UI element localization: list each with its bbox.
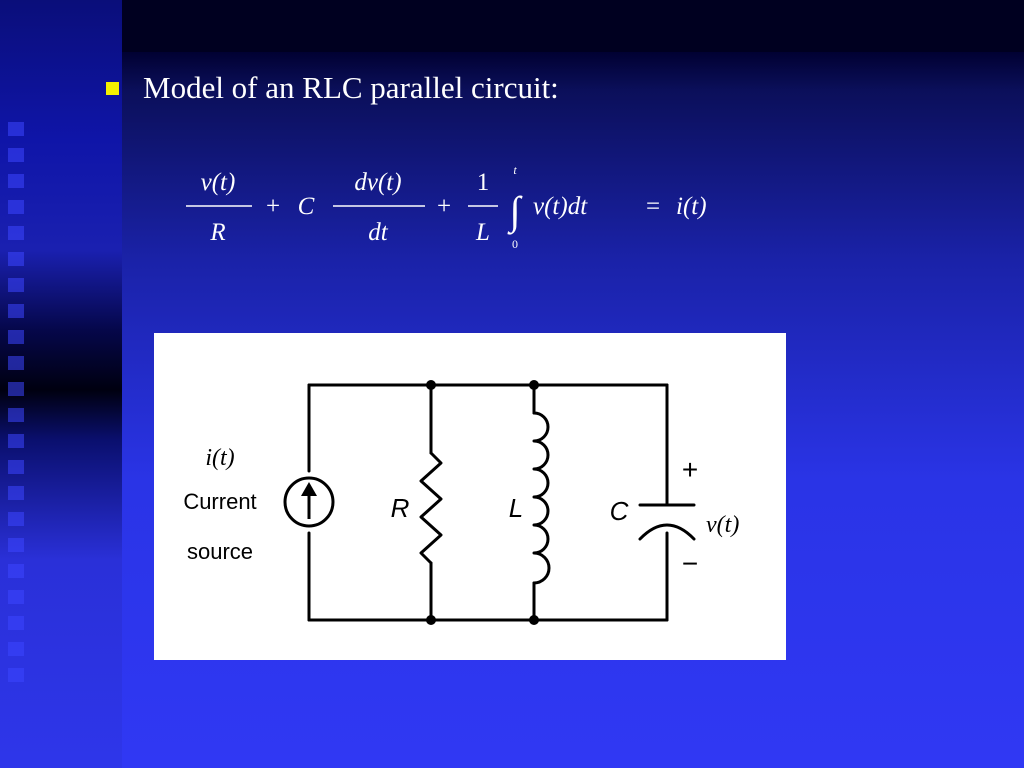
circuit-diagram-panel: i(t) Current source R L C + − v(t): [154, 333, 786, 660]
resistor-label: R: [391, 493, 410, 523]
decor-square: [8, 200, 24, 214]
junction-dot: [529, 380, 539, 390]
decor-square: [8, 356, 24, 370]
title-band: [122, 0, 1024, 52]
capacitor-voltage-label: v(t): [706, 512, 739, 538]
source-signal-label: i(t): [205, 445, 234, 471]
eq-term3-numerator: 1: [477, 169, 490, 196]
eq-integrand: v(t)dt: [533, 193, 588, 220]
source-label-current: Current: [183, 489, 256, 514]
decor-square: [8, 434, 24, 448]
eq-plus-2: +: [437, 193, 451, 220]
decor-square: [8, 304, 24, 318]
inductor-coil: [532, 411, 551, 585]
inductor-label: L: [509, 493, 523, 523]
current-source-arrow-icon: [283, 476, 335, 528]
eq-integral-sign: ∫: [507, 188, 524, 235]
eq-coefficient-c: C: [298, 193, 315, 220]
eq-equals: =: [646, 193, 660, 220]
decor-square: [8, 148, 24, 162]
current-source-arrow-head: [301, 482, 317, 496]
eq-term1-numerator: v(t): [201, 169, 236, 196]
decor-square: [8, 408, 24, 422]
decor-square: [8, 642, 24, 656]
decor-square: [8, 590, 24, 604]
decor-square: [8, 512, 24, 526]
eq-integral-lower-limit: 0: [512, 237, 518, 251]
junction-dot: [426, 615, 436, 625]
junction-dot: [426, 380, 436, 390]
decor-square: [8, 616, 24, 630]
decor-square: [8, 486, 24, 500]
decor-square: [8, 382, 24, 396]
decor-square: [8, 330, 24, 344]
capacitor-plate-bottom: [638, 523, 696, 541]
capacitor-minus-sign: −: [682, 548, 698, 579]
decor-square: [8, 278, 24, 292]
eq-integral-upper-limit: t: [513, 163, 517, 177]
eq-term2-denominator: dt: [368, 219, 389, 246]
capacitor-label: C: [610, 496, 629, 526]
capacitor-plus-sign: +: [682, 454, 698, 485]
eq-rhs: i(t): [676, 193, 707, 220]
resistor-zigzag: [419, 451, 443, 565]
bullet-marker: [106, 82, 119, 95]
eq-plus-1: +: [266, 193, 280, 220]
decor-square: [8, 460, 24, 474]
eq-term3-denominator: L: [475, 219, 490, 246]
decor-square: [8, 252, 24, 266]
decor-square: [8, 122, 24, 136]
junction-dot: [529, 615, 539, 625]
decor-square: [8, 538, 24, 552]
source-label-source: source: [187, 539, 253, 564]
left-decor-strip: [0, 0, 122, 768]
decor-square: [8, 564, 24, 578]
decor-square: [8, 174, 24, 188]
eq-term2-numerator: dv(t): [354, 169, 401, 196]
rlc-equation: v(t) R + C dv(t) dt + 1 L t ∫ 0 v(t)dt =…: [186, 163, 707, 251]
bullet-text: Model of an RLC parallel circuit:: [143, 70, 559, 105]
rlc-circuit-schematic: i(t) Current source R L C + − v(t): [183, 380, 739, 625]
eq-term1-denominator: R: [209, 219, 225, 246]
decor-square: [8, 668, 24, 682]
decor-square: [8, 226, 24, 240]
